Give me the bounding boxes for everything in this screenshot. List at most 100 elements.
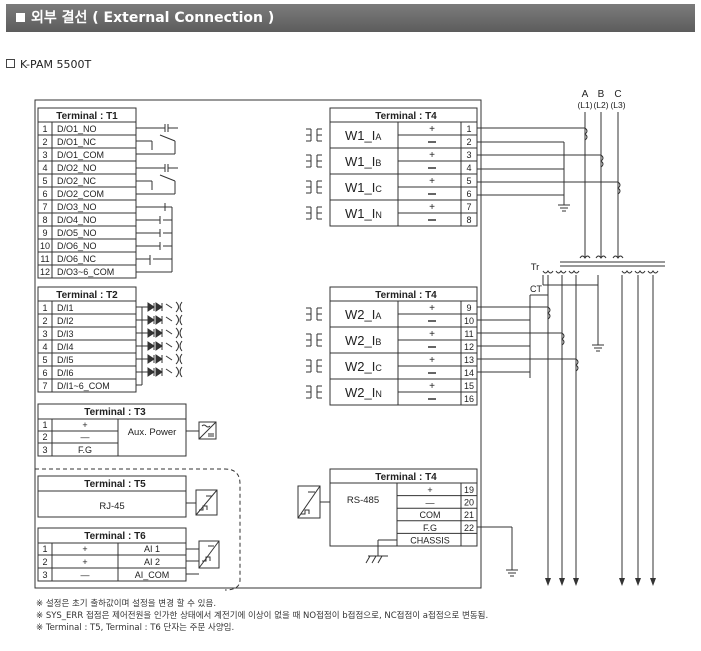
device-enclosure xyxy=(34,99,482,589)
rs-row-label: COM xyxy=(420,510,441,520)
t2-row-num: 3 xyxy=(42,329,47,339)
t1-row-num: 12 xyxy=(40,267,50,277)
terminal-num: 10 xyxy=(464,316,474,326)
terminal-num: 11 xyxy=(464,329,473,339)
ct-coil-icon xyxy=(306,154,312,168)
terminal-num: 2 xyxy=(466,137,471,147)
t3-num-1: 1 xyxy=(42,420,47,430)
photocoupler-inputs-icon xyxy=(136,301,183,386)
t3-sign-1: + xyxy=(82,420,87,430)
rs485-converter-icon xyxy=(297,485,330,519)
rs485-label: RS-485 xyxy=(347,495,379,506)
chassis-ground-icon xyxy=(365,539,397,564)
phase-l3-label: (L3) xyxy=(610,100,625,110)
channel-label: W2_IN xyxy=(345,385,382,400)
t1-row-label: D/O6_NO xyxy=(57,241,97,251)
t2-row-label: D/I1~6_COM xyxy=(57,381,110,391)
fg-ground-wire xyxy=(477,526,518,577)
transformer-label: Tr xyxy=(531,262,540,273)
t2-row-num: 4 xyxy=(42,342,47,352)
plus-sign: + xyxy=(429,303,435,314)
t6-sign-2: + xyxy=(82,557,87,567)
plus-sign: + xyxy=(429,202,435,213)
ct-coil-icon xyxy=(306,307,312,321)
t1-row-label: D/O1_COM xyxy=(57,150,104,160)
t2-title: Terminal : T2 xyxy=(56,290,118,301)
t1-row-label: D/O5_NO xyxy=(57,228,97,238)
t1-row-label: D/O1_NO xyxy=(57,124,97,134)
t1-row-num: 3 xyxy=(42,150,47,160)
ct-coil-icon xyxy=(316,385,322,399)
ct-label: CT xyxy=(530,284,542,294)
rs-row-label: CHASSIS xyxy=(410,535,450,545)
rs-row-num: 22 xyxy=(464,523,474,533)
t4-w1-title: Terminal : T4 xyxy=(375,111,437,122)
t3-sign-2: — xyxy=(81,432,90,442)
channel-label: W1_IB xyxy=(345,154,381,169)
note-3: ※ Terminal : T5, Terminal : T6 단자는 주문 사양… xyxy=(36,623,235,633)
t1-row-num: 1 xyxy=(42,124,47,134)
phase-wiring xyxy=(477,112,665,580)
aux-power-label: Aux. Power xyxy=(128,427,177,438)
channel-label: W2_IA xyxy=(345,307,381,322)
ct-coil-icon xyxy=(316,128,322,142)
relay-contacts-icon xyxy=(136,124,178,273)
t6-num-1: 1 xyxy=(42,544,47,554)
t6-sign-1: + xyxy=(82,544,87,554)
t1-row-label: D/O2_NC xyxy=(57,176,97,186)
power-supply-icon xyxy=(186,421,217,440)
ct-coil-icon xyxy=(306,180,312,194)
phase-b-label: B xyxy=(598,89,605,100)
checkbox-bullet-icon xyxy=(6,59,15,68)
ct-coil-icon xyxy=(306,206,312,220)
ct-coil-icon xyxy=(316,206,322,220)
t1-title: Terminal : T1 xyxy=(56,111,118,122)
section-header: 외부 결선 ( External Connection ) xyxy=(6,4,695,32)
rs-row-label: — xyxy=(426,498,435,508)
phase-l1-label: (L1) xyxy=(577,100,592,110)
terminal-num: 3 xyxy=(466,150,471,160)
t2-row-num: 7 xyxy=(42,381,47,391)
plus-sign: + xyxy=(429,355,435,366)
t1-row-num: 7 xyxy=(42,202,47,212)
rs-row-num: 19 xyxy=(464,485,474,495)
t2-row-label: D/I3 xyxy=(57,329,74,339)
plus-sign: + xyxy=(429,124,435,135)
t2-row-label: D/I2 xyxy=(57,316,74,326)
model-name: K-PAM 5500T xyxy=(20,58,92,71)
t1-row-label: D/O1_NC xyxy=(57,137,97,147)
t1-row-num: 9 xyxy=(42,228,47,238)
rs-row-label: + xyxy=(427,485,432,495)
t4-w2-title: Terminal : T4 xyxy=(375,290,437,301)
phase-c-label: C xyxy=(614,89,621,100)
ct-coil-icon xyxy=(306,359,312,373)
output-arrows xyxy=(545,578,656,586)
t2-row-label: D/I1 xyxy=(57,303,74,313)
t1-row-num: 5 xyxy=(42,176,47,186)
terminal-num: 15 xyxy=(464,381,474,391)
t1-row-label: D/O6_NC xyxy=(57,254,97,264)
plus-sign: + xyxy=(429,176,435,187)
t6-label-2: AI 2 xyxy=(144,557,160,567)
t2-row-num: 6 xyxy=(42,368,47,378)
ct-coil-icon xyxy=(316,154,322,168)
terminal-num: 12 xyxy=(464,342,474,352)
rj45-converter-icon xyxy=(186,489,218,516)
t5-title: Terminal : T5 xyxy=(84,479,146,490)
channel-label: W2_IC xyxy=(345,359,382,374)
channel-label: W2_IB xyxy=(345,333,381,348)
plus-sign: + xyxy=(429,329,435,340)
rs-row-num: 21 xyxy=(464,510,474,520)
terminal-num: 5 xyxy=(466,176,471,186)
ct-coil-icon xyxy=(316,333,322,347)
t4-rs-title: Terminal : T4 xyxy=(375,472,437,483)
ct-coil-icon xyxy=(306,128,312,142)
terminal-t6: Terminal : T6 1 2 3 + + — AI 1 AI 2 AI_C… xyxy=(37,527,187,582)
square-bullet-icon xyxy=(16,13,25,22)
t3-title: Terminal : T3 xyxy=(84,407,146,418)
terminal-num: 13 xyxy=(464,355,474,365)
terminal-num: 8 xyxy=(466,215,471,225)
footnotes: ※ 설정은 초기 출하값이며 설정을 변경 할 수 있음. ※ SYS_ERR … xyxy=(36,598,488,634)
